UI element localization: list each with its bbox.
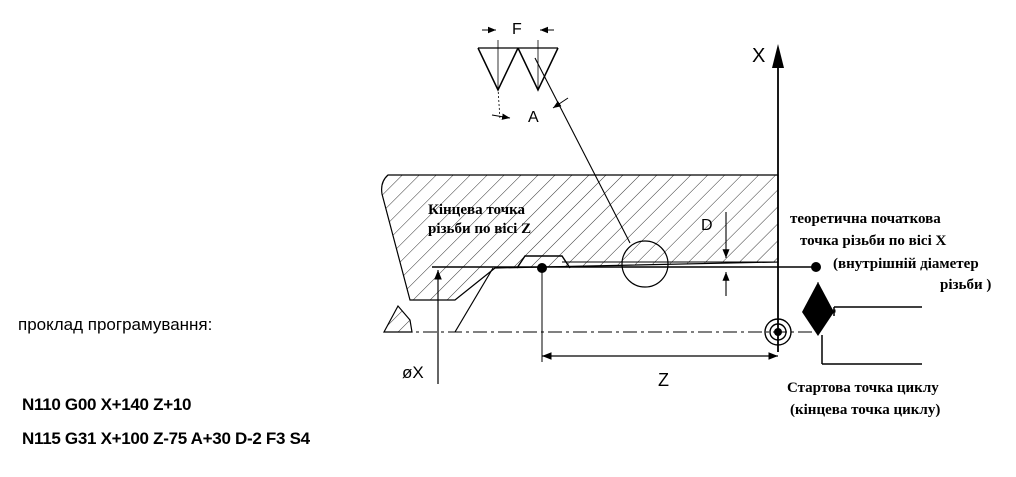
annotation-end-point: Кінцева точка різьби по вісі Z bbox=[428, 202, 531, 237]
annotation-theoretical-start: теоретична початкова точка різьби по віс… bbox=[790, 211, 991, 293]
code-line-2: N115 G31 X+100 Z-75 A+30 D-2 F3 S4 bbox=[22, 429, 310, 448]
pitch-label: F bbox=[512, 21, 522, 38]
example-caption: проклад програмування: bbox=[18, 315, 213, 334]
workpiece-body bbox=[381, 174, 779, 301]
z-dimension-label: Z bbox=[658, 370, 669, 390]
thread-end-point bbox=[537, 263, 547, 273]
theoretical-start-point bbox=[811, 262, 821, 272]
x-axis-arrowhead bbox=[772, 44, 784, 68]
workpiece-lower-edge bbox=[454, 267, 494, 333]
angle-label: A bbox=[528, 109, 539, 126]
x-axis-label: X bbox=[752, 45, 765, 67]
thread-profile-detail bbox=[477, 26, 569, 121]
detail-circle bbox=[621, 240, 669, 288]
diameter-label: øX bbox=[402, 363, 424, 382]
code-line-1: N110 G00 X+140 Z+10 bbox=[22, 395, 192, 414]
workpiece-chamfer bbox=[382, 304, 413, 333]
cycle-start-point-icon bbox=[764, 318, 792, 346]
threading-tool-icon bbox=[802, 282, 922, 365]
annotation-cycle-start: Стартова точка циклу (кінцева точка цикл… bbox=[787, 380, 942, 418]
detail-leader bbox=[534, 57, 631, 244]
depth-label: D bbox=[701, 217, 713, 234]
